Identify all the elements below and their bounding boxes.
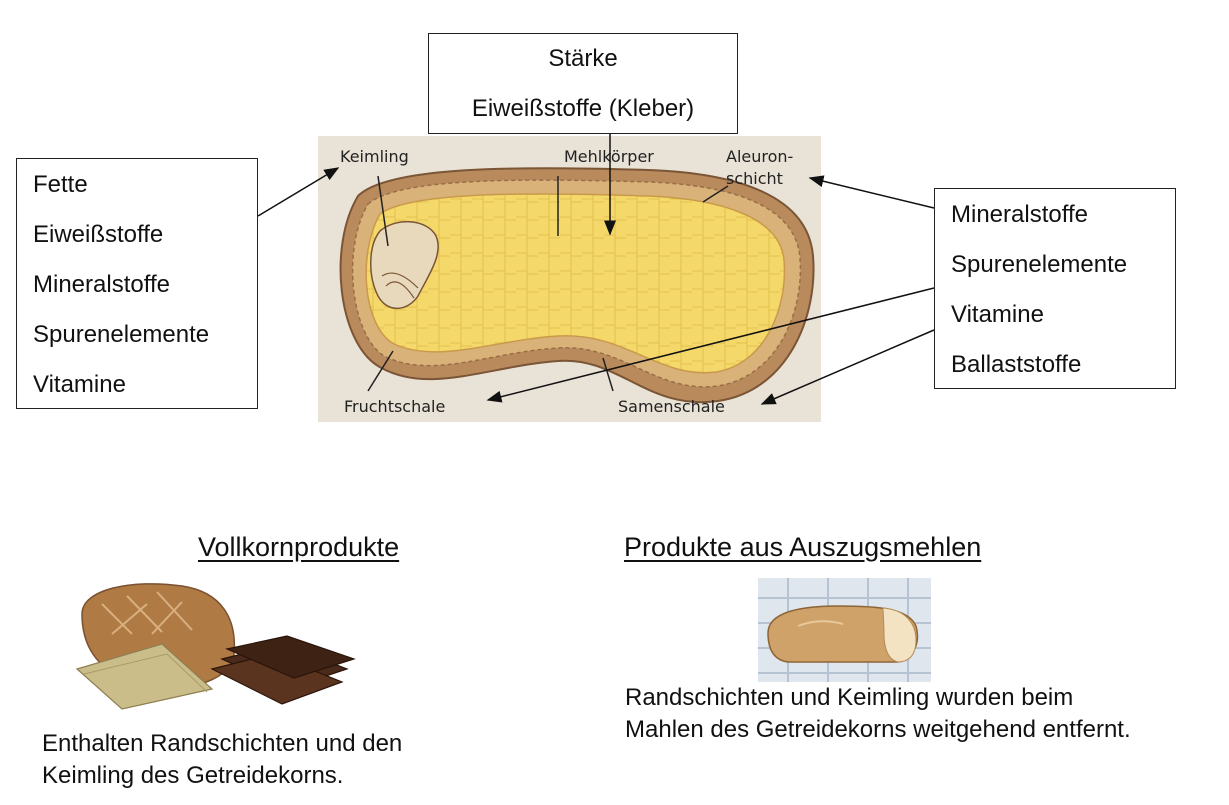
label-fruchtschale: Fruchtschale [344,397,445,416]
auszug-description: Randschichten und Keimling wurden beim M… [625,682,1131,746]
box-line: Stärke [548,45,618,72]
box-line: Fette [33,171,88,198]
germ-nutrients-box: Fette Eiweißstoffe Mineralstoffe Spurene… [16,158,258,409]
label-keimling: Keimling [340,147,409,166]
vollkorn-heading: Vollkornprodukte [198,532,400,562]
label-samenschale: Samenschale [618,397,725,416]
box-line: Spurenelemente [951,251,1128,278]
box-line: Mineralstoffe [33,271,170,298]
label-aleuron-1: Aleuron- [726,147,793,166]
description-line: Keimling des Getreidekorns. [42,762,344,789]
vollkorn-description: Enthalten Randschichten und den Keimling… [42,728,402,792]
description-line: Randschichten und Keimling wurden beim [625,684,1074,711]
label-mehlkoerper: Mehlkörper [564,147,654,166]
grain-illustration: Keimling Mehlkörper Aleuron- schicht Fru… [339,147,815,416]
grain-cross-section-image: Keimling Mehlkörper Aleuron- schicht Fru… [318,136,821,422]
white-bread-image [758,578,931,682]
endosperm-nutrients-box: Stärke Eiweißstoffe (Kleber) [428,33,738,134]
shell-nutrients-box: Mineralstoffe Spurenelemente Vitamine Ba… [934,188,1176,389]
box-line: Eiweißstoffe [33,221,164,248]
box-line: Spurenelemente [33,321,210,348]
wholegrain-bread-image [75,583,356,710]
box-line: Vitamine [951,301,1044,328]
box-line: Mineralstoffe [951,201,1088,228]
label-aleuron-2: schicht [726,169,783,188]
box-line: Ballaststoffe [951,351,1082,378]
box-line: Eiweißstoffe (Kleber) [471,95,695,122]
description-line: Mahlen des Getreidekorns weitgehend entf… [625,716,1131,743]
auszug-heading: Produkte aus Auszugsmehlen [624,532,982,562]
box-line: Vitamine [33,371,126,398]
description-line: Enthalten Randschichten und den [42,730,403,757]
arrow-right-to-aleuron [808,175,935,209]
